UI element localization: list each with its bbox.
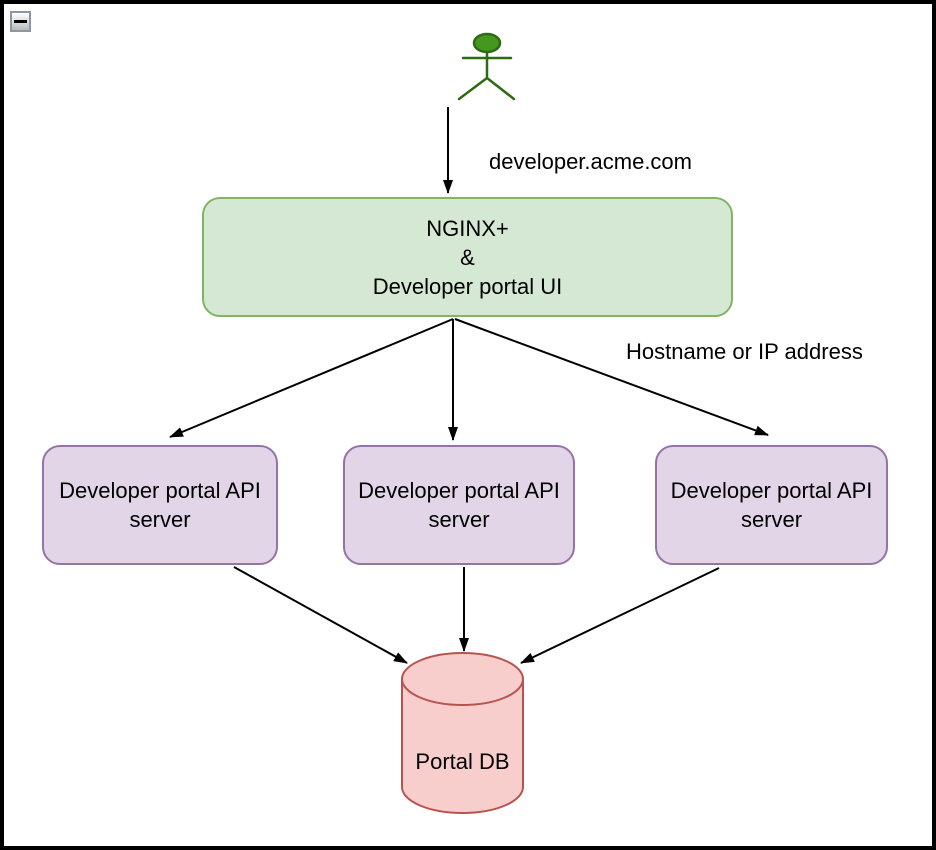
gateway-label-line: Developer portal UI bbox=[372, 273, 563, 299]
api-server-label-line: server bbox=[129, 507, 191, 532]
api-server-label-line: Developer portal API bbox=[358, 478, 560, 503]
arrow-api-3-to-db bbox=[520, 567, 720, 664]
gateway-label-line: NGINX+ bbox=[426, 215, 509, 241]
api-server-label-line: Developer portal API bbox=[59, 478, 261, 503]
person-actor-icon[interactable] bbox=[457, 32, 516, 101]
node-nginx-gateway[interactable]: NGINX+ & Developer portal UI bbox=[202, 197, 733, 317]
edge-label-domain: developer.acme.com bbox=[489, 149, 692, 174]
collapse-minus-icon bbox=[14, 20, 27, 23]
arrow-api-1-to-db bbox=[233, 566, 408, 664]
api-server-label-line: Developer portal API bbox=[670, 478, 873, 503]
database-label: Portal DB bbox=[415, 749, 510, 774]
node-api-server-3[interactable]: Developer portal API server bbox=[655, 445, 888, 565]
arrow-gateway-to-api-3 bbox=[454, 318, 769, 436]
node-api-server-2[interactable]: Developer portal API server bbox=[343, 445, 575, 565]
arrow-gateway-to-api-1 bbox=[169, 318, 454, 438]
api-server-label-line: server bbox=[428, 507, 490, 532]
collapse-diagram-button[interactable] bbox=[10, 11, 31, 32]
node-api-server-1[interactable]: Developer portal API server bbox=[42, 445, 278, 565]
database-cylinder[interactable] bbox=[401, 652, 524, 814]
gateway-label-line: & bbox=[460, 244, 475, 270]
edge-label-routing: Hostname or IP address bbox=[626, 339, 863, 364]
api-server-label-line: server bbox=[740, 507, 803, 532]
